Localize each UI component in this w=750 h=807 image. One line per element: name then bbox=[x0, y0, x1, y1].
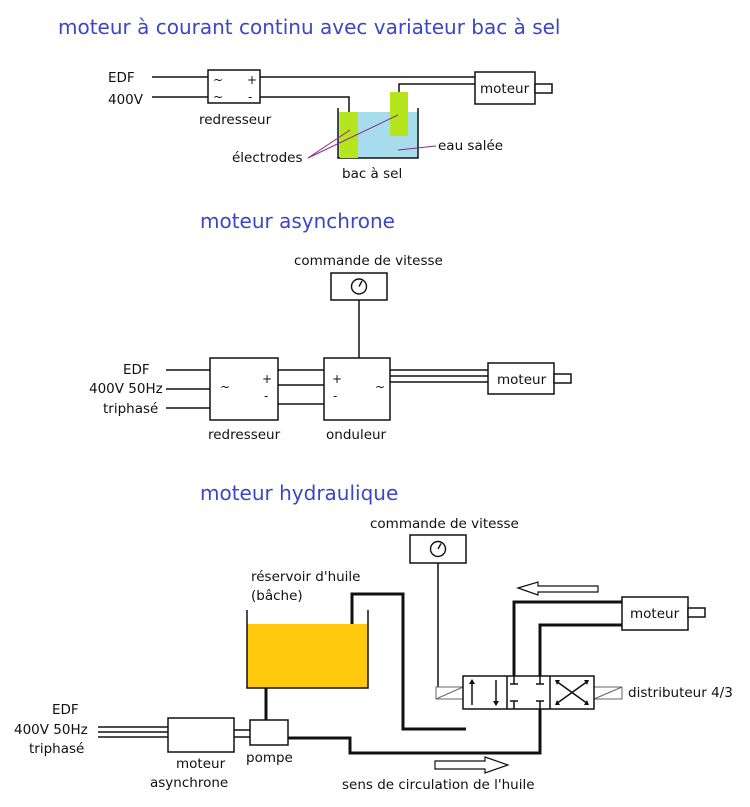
async-motor-label: moteur bbox=[176, 756, 226, 772]
rectifier-ac-symbol: ~ bbox=[213, 90, 223, 104]
voltage-label: 400V 50Hz bbox=[89, 381, 163, 397]
rectifier-label: redresseur bbox=[199, 112, 272, 128]
oil-flow-label: sens de circulation de l'huile bbox=[342, 777, 535, 793]
salt-bath-label: bac à sel bbox=[342, 166, 402, 182]
motor-label: moteur bbox=[497, 372, 547, 388]
motor-shaft bbox=[553, 373, 572, 384]
motor-shaft bbox=[534, 83, 553, 94]
salt-bath-tank bbox=[337, 108, 419, 159]
rectifier-box bbox=[207, 69, 261, 104]
hydraulic-motor-label: moteur bbox=[630, 606, 680, 622]
edf-label: EDF bbox=[123, 362, 150, 378]
reservoir-sublabel: (bâche) bbox=[251, 588, 303, 604]
hydraulic-motor-box bbox=[621, 596, 689, 631]
speed-control-label: commande de vitesse bbox=[370, 516, 519, 532]
hydraulic-lines bbox=[264, 592, 622, 755]
hydraulic-motor-shaft bbox=[687, 607, 706, 618]
oil-level bbox=[247, 624, 368, 688]
three-phase-label: triphasé bbox=[29, 741, 84, 757]
motor-feed-wires bbox=[390, 369, 488, 383]
motor-box bbox=[487, 362, 555, 395]
dc-link-wires bbox=[278, 369, 324, 405]
pump-label: pompe bbox=[246, 750, 293, 766]
motor-box bbox=[474, 71, 536, 105]
rectifier-minus-symbol: - bbox=[248, 90, 252, 104]
speed-control-label: commande de vitesse bbox=[294, 253, 443, 269]
inverter-minus-symbol: - bbox=[333, 389, 337, 403]
motor-label: moteur bbox=[480, 81, 530, 97]
inverter-box bbox=[323, 357, 391, 421]
edf-label: EDF bbox=[108, 70, 135, 86]
voltage-label: 400V bbox=[108, 92, 144, 108]
voltage-label: 400V 50Hz bbox=[14, 722, 88, 738]
electrode-left bbox=[340, 112, 358, 158]
electrode-right bbox=[390, 92, 408, 136]
distributor-valve bbox=[435, 675, 623, 710]
reservoir-label: réservoir d'huile bbox=[251, 569, 361, 585]
rectifier-label: redresseur bbox=[208, 427, 281, 443]
inverter-label: onduleur bbox=[326, 427, 387, 443]
rectifier-ac-symbol: ~ bbox=[213, 73, 223, 87]
inverter-ac-symbol: ~ bbox=[375, 380, 385, 394]
electrode-leader-lines bbox=[307, 114, 437, 159]
title-hydraulic-motor: moteur hydraulique bbox=[200, 481, 398, 505]
distributor-label: distributeur 4/3 bbox=[628, 685, 733, 701]
electrodes-label: électrodes bbox=[232, 150, 303, 166]
three-phase-input-wires bbox=[166, 369, 210, 409]
edf-label: EDF bbox=[52, 702, 79, 718]
rectifier-plus-symbol: + bbox=[262, 372, 272, 386]
flow-arrow-left bbox=[516, 581, 599, 596]
title-async-motor: moteur asynchrone bbox=[200, 209, 395, 233]
three-phase-input-wires bbox=[98, 726, 168, 738]
salt-water-label: eau salée bbox=[438, 138, 503, 154]
gauge-icon bbox=[429, 540, 447, 558]
rectifier-plus-symbol: + bbox=[247, 73, 257, 87]
motor-pump-coupling bbox=[234, 729, 250, 738]
rectifier-minus-symbol: - bbox=[264, 389, 268, 403]
flow-arrow-right bbox=[434, 756, 510, 774]
async-motor-box bbox=[167, 717, 235, 753]
async-motor-sublabel: asynchrone bbox=[150, 775, 228, 791]
reservoir-tank bbox=[246, 610, 369, 689]
rectifier-ac-symbol: ~ bbox=[220, 380, 230, 394]
gauge-icon bbox=[350, 278, 368, 295]
three-phase-label: triphasé bbox=[103, 401, 158, 417]
edf-input-wires bbox=[152, 76, 208, 98]
rectifier-box bbox=[209, 357, 279, 421]
pump-box bbox=[249, 719, 289, 746]
dc-wires bbox=[260, 76, 475, 112]
title-dc-motor: moteur à courant continu avec variateur … bbox=[58, 15, 561, 39]
inverter-plus-symbol: + bbox=[332, 372, 342, 386]
